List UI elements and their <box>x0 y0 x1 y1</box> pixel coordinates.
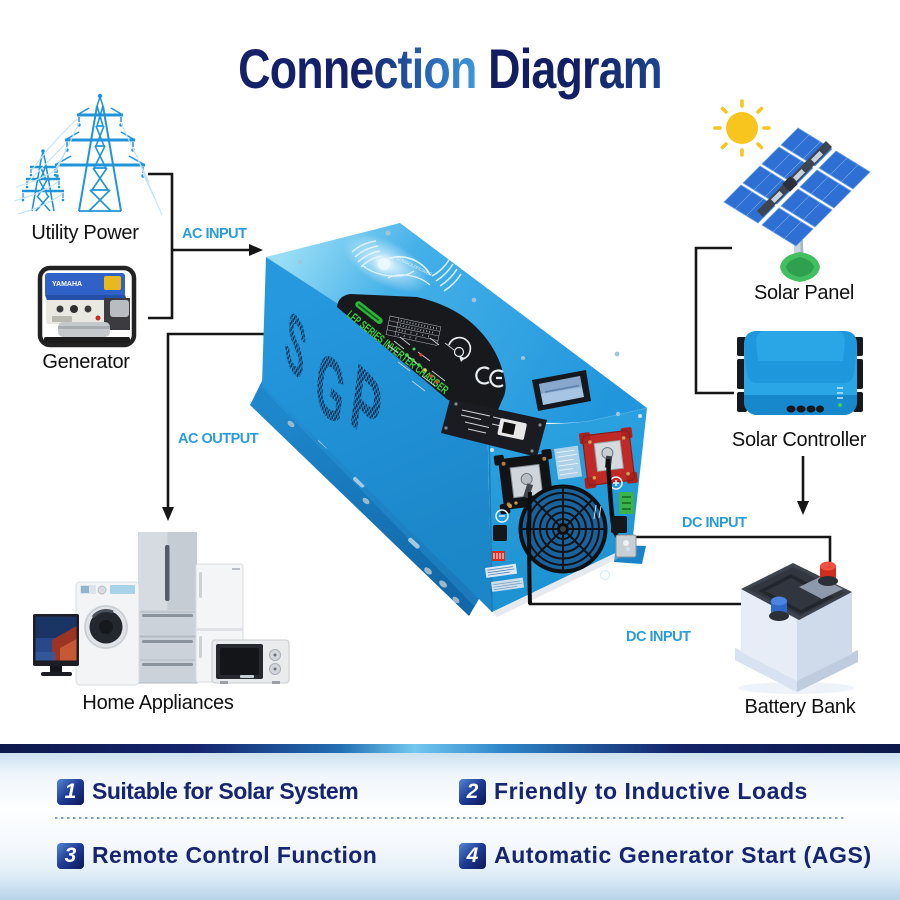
svg-text:Solar Controller: Solar Controller <box>732 429 867 451</box>
svg-text:AC OUTPUT: AC OUTPUT <box>178 431 259 447</box>
svg-text:DC INPUT: DC INPUT <box>626 629 691 645</box>
svg-text:Battery Bank: Battery Bank <box>745 696 857 718</box>
svg-text:AC INPUT: AC INPUT <box>182 226 247 242</box>
svg-text:DC INPUT: DC INPUT <box>682 515 747 531</box>
svg-text:Solar Panel: Solar Panel <box>754 282 854 304</box>
svg-text:Utility Power: Utility Power <box>31 222 139 244</box>
svg-text:Home Appliances: Home Appliances <box>82 692 233 714</box>
svg-text:Generator: Generator <box>42 351 130 373</box>
svg-text:YAMAHA: YAMAHA <box>52 281 82 288</box>
